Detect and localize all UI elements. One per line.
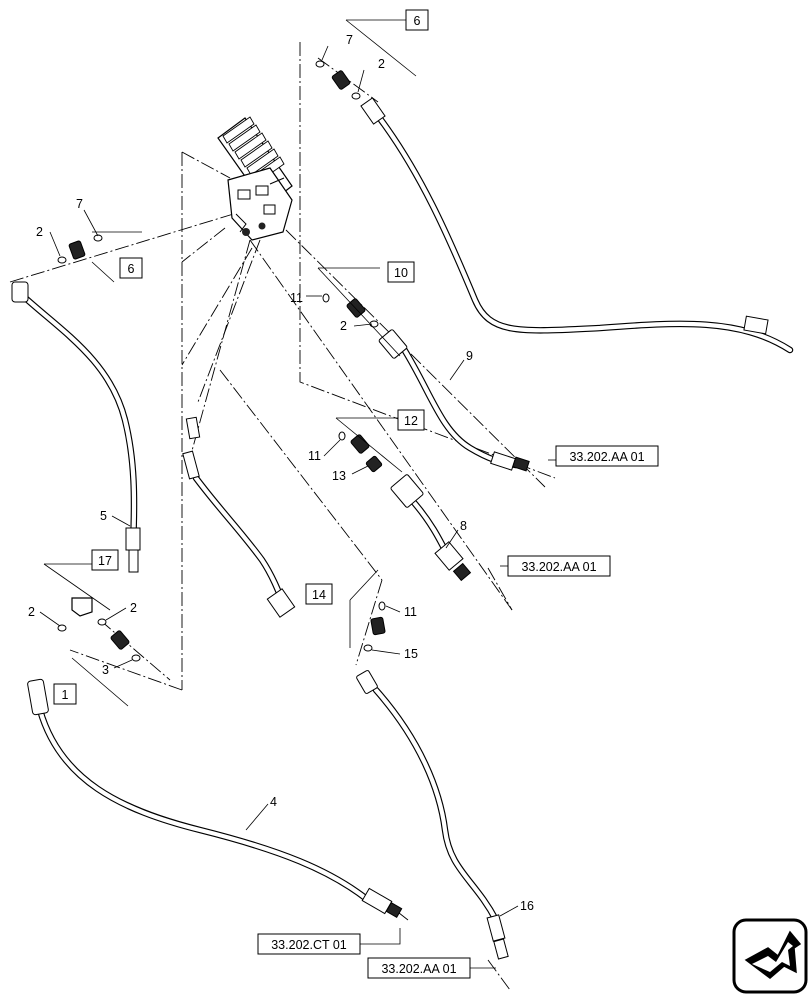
kit-10: 10 — [394, 266, 408, 280]
callout-16: 16 — [520, 899, 534, 913]
kit-1: 1 — [62, 688, 69, 702]
kit-6-top: 6 — [414, 14, 421, 28]
callout-8: 8 — [460, 519, 467, 533]
kit-box-10: 10 — [387, 261, 415, 283]
callout-2-mid: 2 — [340, 319, 347, 333]
callout-11-c: 11 — [404, 605, 417, 619]
fittings-left-top — [57, 234, 103, 264]
callout-13: 13 — [332, 469, 346, 483]
callout-2-top: 2 — [378, 57, 385, 71]
callout-7-left: 7 — [76, 197, 83, 211]
callout-2-left: 2 — [36, 225, 43, 239]
callout-2-l2: 2 — [130, 601, 137, 615]
kit-17: 17 — [98, 554, 112, 568]
section-ref-9-label: 33.202.AA 01 — [569, 450, 644, 464]
callout-2-l1: 2 — [28, 605, 35, 619]
kit-box-14: 14 — [305, 583, 333, 605]
section-ref-8[interactable]: 33.202.AA 01 — [507, 555, 611, 577]
callout-11-b: 11 — [308, 449, 321, 463]
section-ref-16-label: 33.202.AA 01 — [381, 962, 456, 976]
kit-box-1: 1 — [53, 683, 77, 705]
callout-15: 15 — [404, 647, 418, 661]
callout-3: 3 — [102, 663, 109, 677]
callout-11-a: 11 — [290, 291, 303, 305]
fittings-top — [315, 60, 361, 100]
callout-7-top: 7 — [346, 33, 353, 47]
hose-8 — [390, 474, 472, 582]
leader-lines — [39, 45, 556, 969]
fittings-12 — [338, 431, 383, 473]
callout-5: 5 — [100, 509, 107, 523]
kit-12: 12 — [404, 414, 418, 428]
kit-box-6-top: 6 — [405, 9, 429, 31]
section-ref-4[interactable]: 33.202.CT 01 — [257, 933, 361, 955]
hose-middle — [182, 416, 296, 618]
hose-9 — [378, 329, 530, 472]
hose-4 — [27, 678, 403, 919]
control-valve-assembly — [217, 116, 293, 241]
fittings-17 — [57, 597, 141, 662]
hose-upper-right — [360, 97, 794, 354]
kit-6-left: 6 — [128, 262, 135, 276]
section-ref-4-label: 33.202.CT 01 — [271, 938, 347, 952]
kit-14: 14 — [312, 588, 326, 602]
kit-box-17: 17 — [91, 549, 119, 571]
fittings-10 — [322, 293, 379, 328]
fittings-14 — [363, 601, 386, 652]
kit-brackets — [43, 19, 417, 707]
hose-5 — [11, 281, 141, 573]
callout-4: 4 — [270, 795, 277, 809]
hose-16 — [356, 670, 509, 960]
callout-numbers: 7 2 7 2 11 2 9 11 13 8 5 2 2 3 11 15 4 1… — [28, 33, 534, 913]
kit-box-12: 12 — [397, 409, 425, 431]
section-ref-16[interactable]: 33.202.AA 01 — [367, 957, 471, 979]
callout-9: 9 — [466, 349, 473, 363]
section-ref-9[interactable]: 33.202.AA 01 — [555, 445, 659, 467]
kit-box-6-left: 6 — [119, 257, 143, 279]
next-page-arrow-icon[interactable] — [732, 918, 808, 994]
section-ref-8-label: 33.202.AA 01 — [521, 560, 596, 574]
